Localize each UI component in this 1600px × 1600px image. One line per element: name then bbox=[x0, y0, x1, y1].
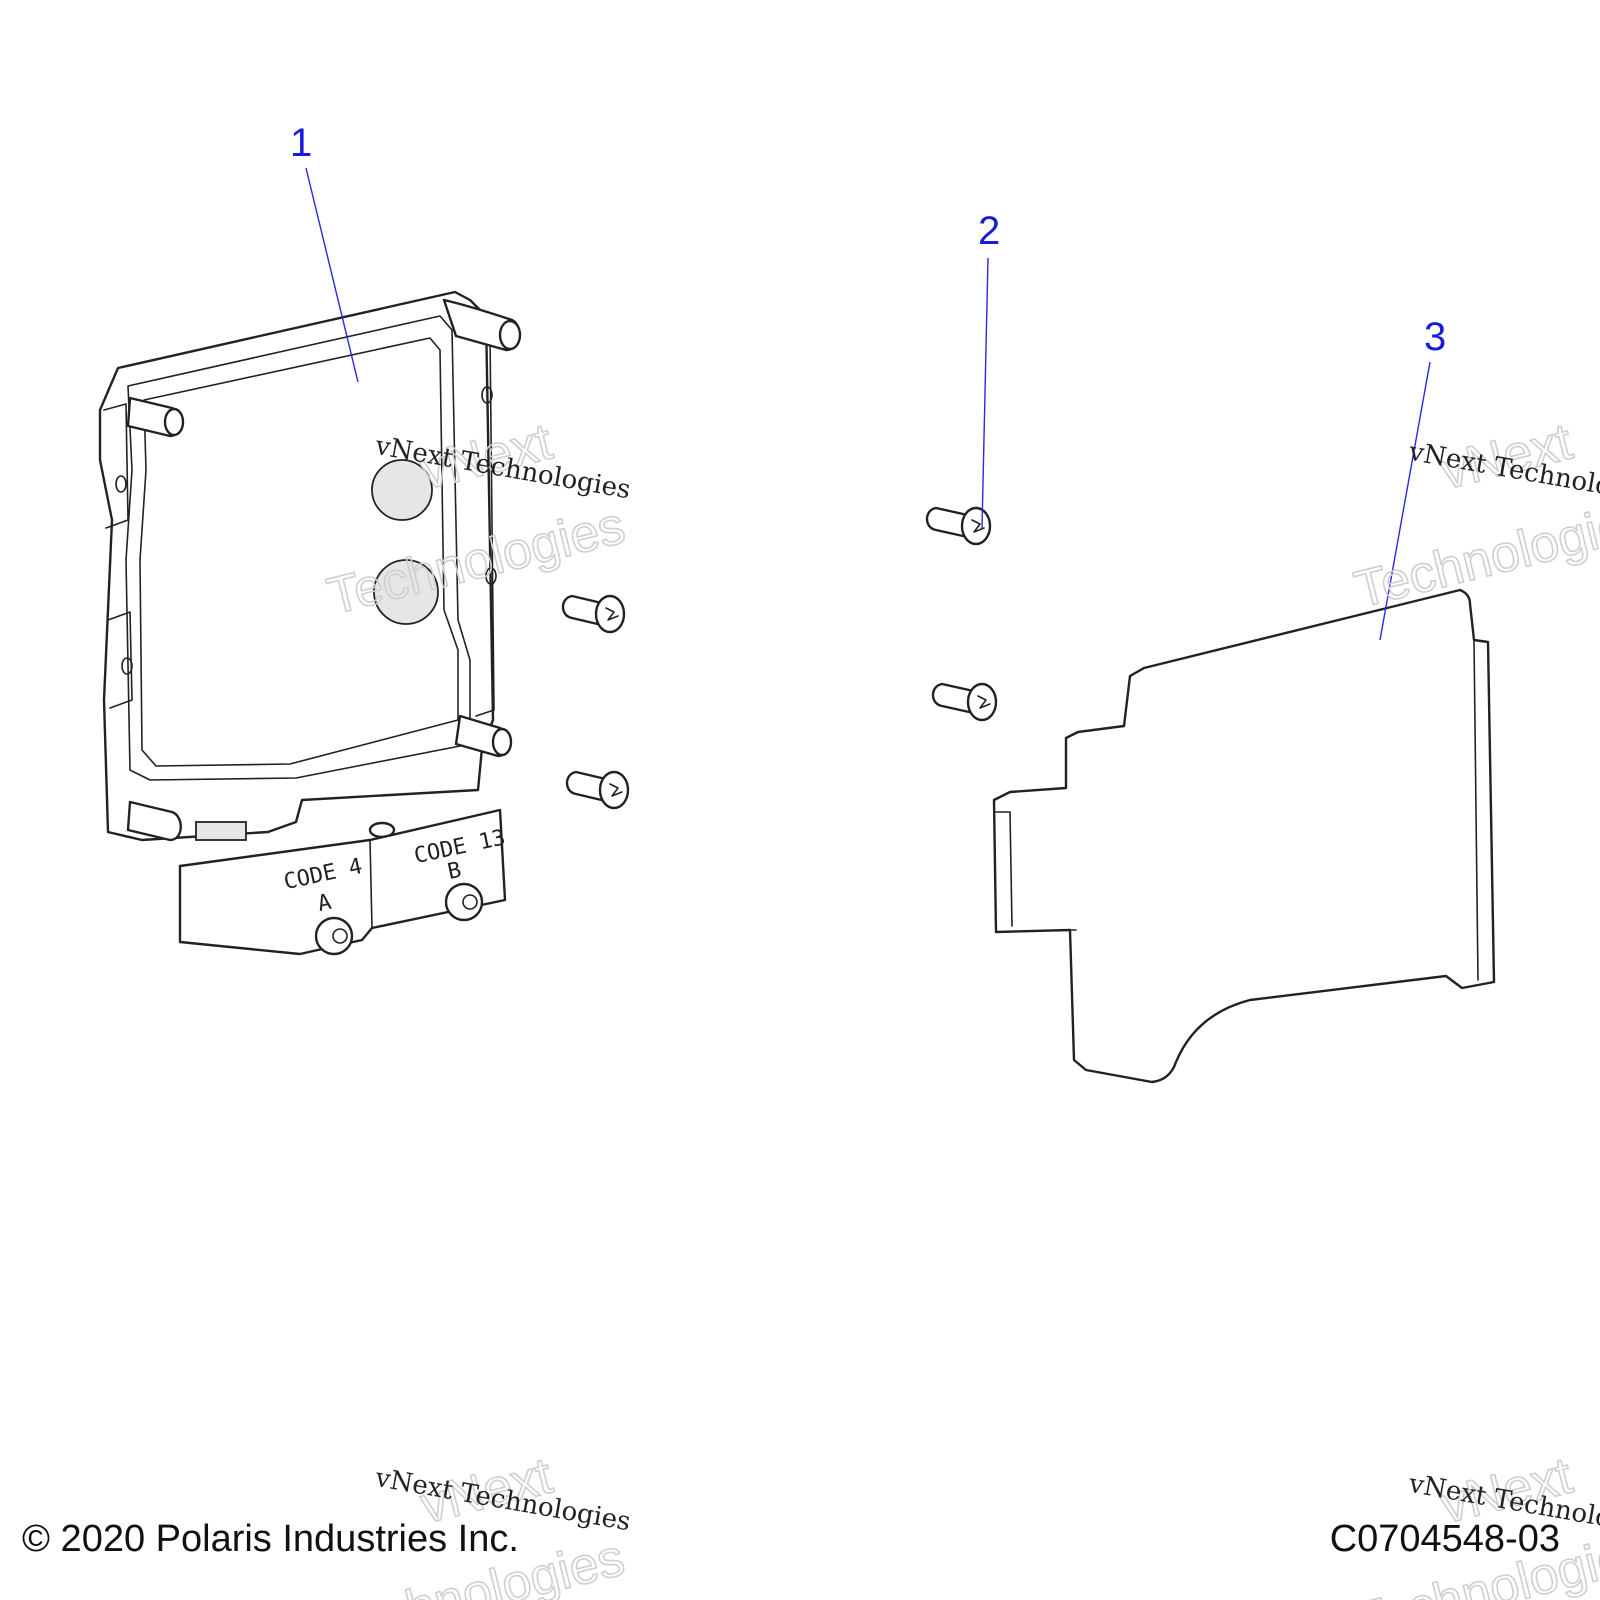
connector-b-letter: B bbox=[445, 858, 463, 885]
screw-icon[interactable] bbox=[561, 594, 626, 634]
leader-line-2 bbox=[981, 257, 989, 529]
ecu-module[interactable]: CODE 4 A CODE 13 B bbox=[98, 290, 522, 956]
leader-line-1 bbox=[305, 167, 359, 383]
callout-2: 2 bbox=[978, 209, 1000, 253]
callout-3: 3 bbox=[1424, 315, 1446, 359]
leader-line-3 bbox=[1379, 361, 1431, 641]
watermark-outline-bottom: Technologies bbox=[1349, 490, 1600, 620]
connector-a-screw bbox=[314, 916, 354, 956]
connector-b-screw bbox=[444, 882, 484, 922]
drawing-code: C0704548-03 bbox=[1329, 1518, 1560, 1560]
screw-icon[interactable] bbox=[931, 682, 998, 722]
watermark: vNext Technologies vNext Technologies bbox=[1348, 412, 1600, 620]
callout-1: 1 bbox=[290, 121, 312, 165]
screw-icon[interactable] bbox=[925, 506, 992, 546]
screw-icon[interactable] bbox=[565, 770, 630, 810]
copyright-notice: © 2020 Polaris Industries Inc. bbox=[22, 1518, 519, 1560]
connector-a-letter: A bbox=[315, 890, 333, 917]
cover-plate[interactable] bbox=[992, 588, 1496, 1084]
